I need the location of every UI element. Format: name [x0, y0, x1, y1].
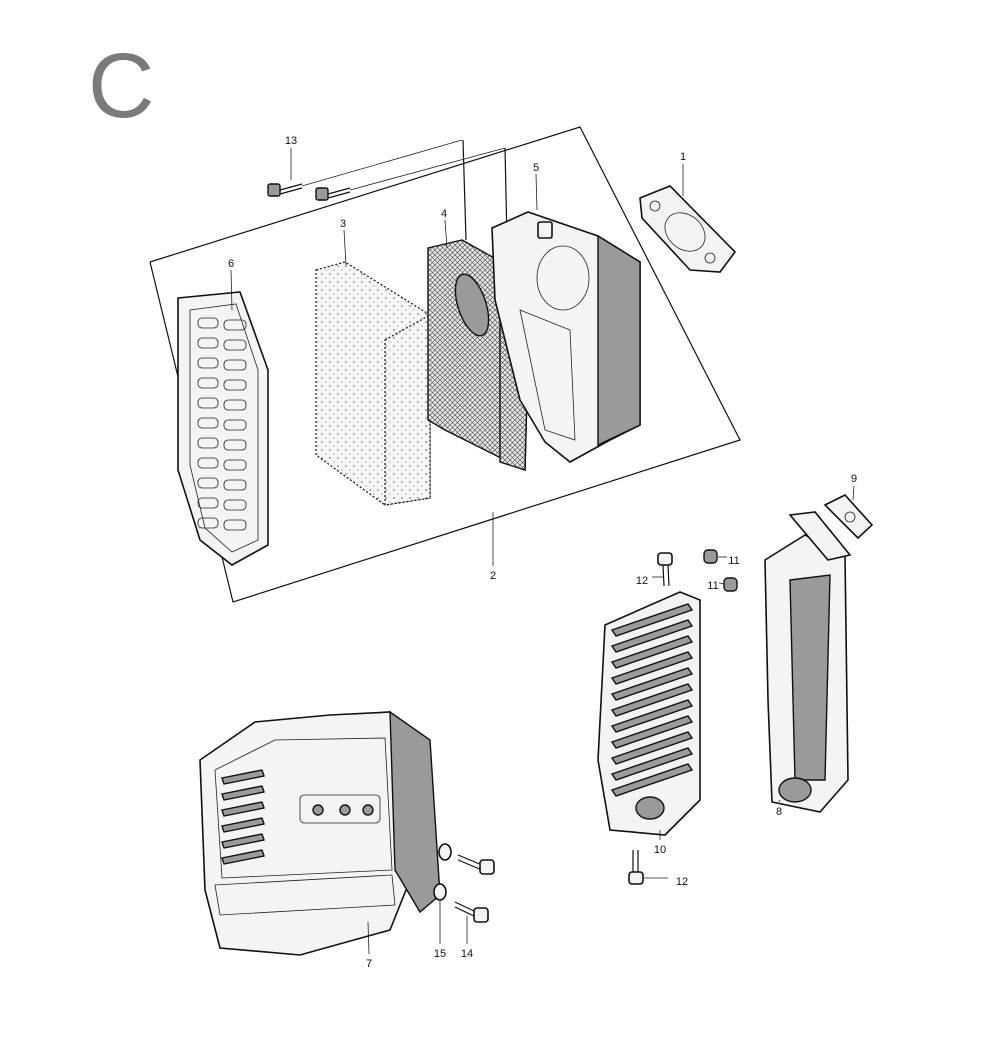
grille-slot [223, 499, 247, 511]
callout-label-8: 8 [776, 806, 782, 818]
callout-leader-8 [778, 799, 781, 803]
body-rib [221, 833, 265, 849]
filter-element-part [315, 261, 431, 506]
grille-slot [197, 357, 219, 369]
callout-leader-7 [367, 921, 370, 955]
muffler-body-part [199, 710, 441, 956]
callout-label-7: 7 [366, 958, 372, 970]
callout-label-11: 11 [707, 580, 718, 592]
callout-label-2: 2 [490, 570, 496, 582]
grille-slot [197, 417, 219, 429]
grille-slot [197, 377, 219, 389]
grille-slot [197, 477, 219, 489]
grille-slot [223, 459, 247, 471]
grille-slot [223, 439, 247, 451]
grille-slot [197, 397, 219, 409]
muffler-cover-part-10 [597, 591, 701, 836]
callout-label-4: 4 [441, 208, 447, 220]
bolts-part-12 [628, 552, 673, 885]
callout-label-10: 10 [654, 844, 666, 856]
callout-label-11: 11 [728, 555, 739, 567]
gasket-part-1 [639, 185, 737, 273]
grille-slot [197, 337, 219, 349]
cover-rib [610, 747, 694, 781]
body-rib [221, 801, 265, 817]
grille-slot [223, 319, 247, 331]
grille-slot [197, 457, 219, 469]
callout-leader-9 [852, 485, 855, 501]
callout-label-1: 1 [680, 151, 686, 163]
callout-label-3: 3 [340, 218, 346, 230]
gasket-part-9 [788, 494, 874, 561]
grille-slot [197, 317, 219, 329]
callout-leader-6 [230, 269, 233, 311]
callout-leader-4 [444, 219, 448, 249]
bolts-part-13 [267, 139, 506, 201]
body-rib [221, 849, 265, 865]
grille-slot [197, 517, 219, 529]
grille-slot [223, 339, 247, 351]
callout-label-6: 6 [228, 258, 234, 270]
nuts-part-11 [703, 549, 738, 592]
grille-slot [223, 419, 247, 431]
callout-label-12: 12 [636, 575, 648, 587]
grille-slot [223, 519, 247, 531]
callout-leader-11 [718, 582, 725, 585]
washers-part-15 [433, 843, 452, 901]
cover-rib [610, 763, 694, 797]
heat-shield-part-8 [764, 534, 849, 813]
cover-rib [610, 731, 694, 765]
callout-label-5: 5 [533, 162, 539, 174]
cover-rib [610, 651, 694, 685]
grille-slot [197, 437, 219, 449]
cover-rib [610, 699, 694, 733]
bolts-part-14 [454, 854, 495, 923]
grille-cover-part [177, 291, 269, 566]
body-rib [221, 785, 265, 801]
grille-slot [223, 379, 247, 391]
body-rib [221, 817, 265, 833]
callout-label-15: 15 [434, 948, 446, 960]
body-rib [221, 769, 265, 785]
callout-label-14: 14 [461, 948, 473, 960]
grille-slot [197, 497, 219, 509]
cover-rib [610, 683, 694, 717]
cover-rib [610, 715, 694, 749]
grille-slot [223, 479, 247, 491]
cover-rib [610, 635, 694, 669]
callout-label-12: 12 [676, 876, 688, 888]
grille-slot [223, 359, 247, 371]
cover-rib [610, 619, 694, 653]
grille-slot [223, 399, 247, 411]
callout-label-13: 13 [285, 135, 297, 147]
section-letter: C [88, 35, 155, 137]
callout-label-9: 9 [851, 473, 857, 485]
cover-rib [610, 667, 694, 701]
filter-case-part [491, 211, 641, 463]
cover-rib [610, 603, 694, 637]
callout-leader-3 [343, 229, 347, 266]
callout-leader-5 [535, 173, 538, 211]
